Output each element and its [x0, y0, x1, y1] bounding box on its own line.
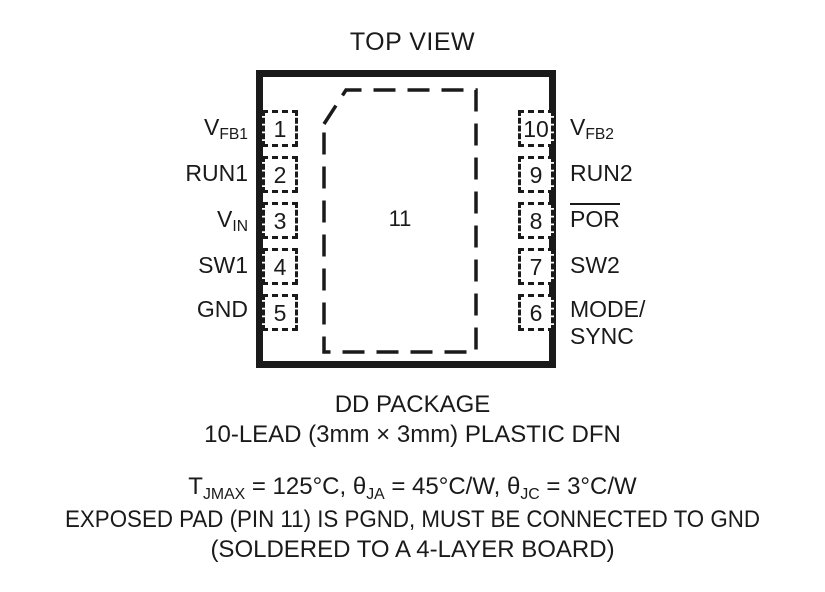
pin-label-gnd-main: GND — [196, 296, 248, 322]
pin-label-run2: RUN2 — [570, 160, 633, 187]
pin-label-vfb2-main: V — [570, 114, 586, 140]
theta-jc-value: = 3°C/W — [539, 473, 637, 500]
pin-label-gnd: GND — [197, 296, 248, 323]
pin-label-mode-sync-line2: SYNC — [570, 323, 634, 350]
pin-label-run1: RUN1 — [185, 160, 248, 187]
exposed-pad-note-line2: (SOLDERED TO A 4-LAYER BOARD) — [210, 536, 615, 563]
tjmax-symbol: T — [188, 473, 203, 500]
pin-pad-4[interactable]: 4 — [262, 248, 298, 285]
pin-label-mode-sync-line1: MODE/ — [570, 296, 646, 322]
pin-pad-5[interactable]: 5 — [262, 294, 298, 331]
pin-pad-1[interactable]: 1 — [262, 110, 298, 147]
tjmax-subscript: JMAX — [202, 485, 246, 503]
pin-label-vin-sub: IN — [232, 218, 248, 236]
exposed-pad-outline — [322, 88, 478, 354]
pin-label-vin-main: V — [217, 206, 233, 232]
pin-pad-8[interactable]: 8 — [518, 202, 554, 239]
pin-label-vin: VIN — [217, 206, 248, 236]
thermal-spec-line: TJMAX = 125°C, θJA = 45°C/W, θJC = 3°C/W — [0, 472, 825, 505]
pin-pad-9[interactable]: 9 — [518, 156, 554, 193]
exposed-pad-number: 11 — [388, 206, 412, 231]
pin-label-mode-sync: MODE/ SYNC — [570, 296, 645, 350]
caption-block: DD PACKAGE 10-LEAD (3mm × 3mm) PLASTIC D… — [0, 390, 825, 565]
pin-label-por: POR — [570, 203, 620, 233]
pin-label-vfb2-sub: FB2 — [585, 126, 614, 144]
pin-label-vfb1-main: V — [204, 114, 220, 140]
pin-label-sw2: SW2 — [570, 252, 620, 279]
pin-pad-10[interactable]: 10 — [518, 110, 554, 147]
tjmax-value: = 125°C, — [245, 473, 353, 500]
package-name: DD PACKAGE — [334, 391, 491, 418]
theta-jc-symbol: θ — [507, 473, 521, 500]
pin-label-sw2-main: SW2 — [570, 252, 620, 278]
package-body-outline — [256, 70, 556, 368]
exposed-pad-note-line1: EXPOSED PAD (PIN 11) IS PGND, MUST BE CO… — [65, 506, 760, 533]
pin-label-sw1: SW1 — [198, 252, 248, 279]
pin-pad-2[interactable]: 2 — [262, 156, 298, 193]
pin-pad-7[interactable]: 7 — [518, 248, 554, 285]
pin-label-vfb1-sub: FB1 — [219, 126, 248, 144]
package-description: 10-LEAD (3mm × 3mm) PLASTIC DFN — [204, 421, 621, 448]
pin-label-vfb2: VFB2 — [570, 114, 614, 144]
theta-ja-value: = 45°C/W, — [384, 473, 508, 500]
page-title: TOP VIEW — [349, 28, 476, 56]
theta-jc-subscript: JC — [520, 485, 540, 503]
theta-ja-subscript: JA — [366, 485, 385, 503]
pin-label-sw1-main: SW1 — [198, 252, 248, 278]
pin-label-run2-main: RUN2 — [570, 160, 633, 186]
pin-label-por-main: POR — [570, 203, 620, 232]
pin-pad-3[interactable]: 3 — [262, 202, 298, 239]
theta-ja-symbol: θ — [352, 473, 367, 500]
pin-label-vfb1: VFB1 — [204, 114, 248, 144]
pin-pad-6[interactable]: 6 — [518, 294, 554, 331]
pin-label-run1-main: RUN1 — [185, 160, 248, 186]
